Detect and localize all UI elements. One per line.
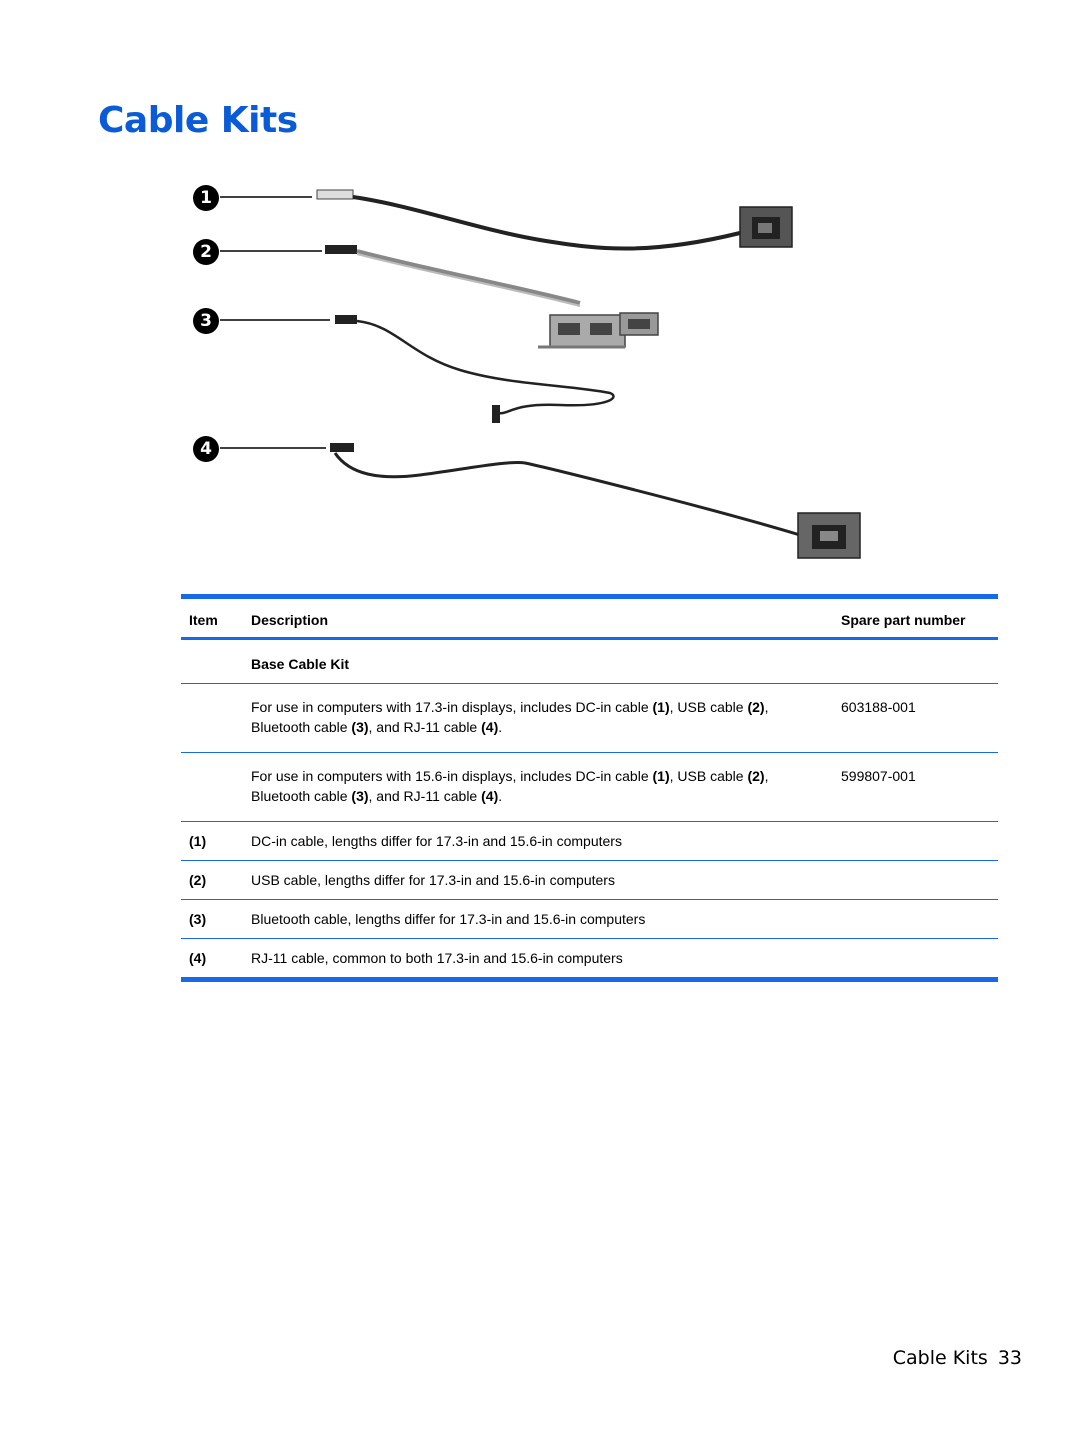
cable-kit-illustration: 1 2 3 4 xyxy=(180,175,900,575)
table-row: (3) Bluetooth cable, lengths differ for … xyxy=(181,900,998,939)
callout-3-icon: 3 xyxy=(193,308,219,334)
page-footer: Cable Kits 33 xyxy=(883,1347,1022,1369)
rj-11-cable xyxy=(330,443,861,559)
callout-1-icon: 1 xyxy=(193,185,219,211)
table-row: For use in computers with 15.6-in displa… xyxy=(181,753,998,822)
kit-description: For use in computers with 15.6-in displa… xyxy=(251,768,769,804)
section-row: Base Cable Kit xyxy=(181,639,998,684)
cable-kit-drawing xyxy=(220,189,861,559)
table-header-row: Item Description Spare part number xyxy=(181,596,998,639)
usb-cable xyxy=(325,245,659,349)
item-number: (1) xyxy=(189,833,207,849)
item-description: RJ-11 cable, common to both 17.3-in and … xyxy=(251,950,623,966)
header-description: Description xyxy=(251,612,329,628)
item-description: DC-in cable, lengths differ for 17.3-in … xyxy=(251,833,622,849)
table-row: (4) RJ-11 cable, common to both 17.3-in … xyxy=(181,939,998,980)
item-number: (3) xyxy=(189,911,207,927)
dc-in-cable xyxy=(316,189,793,251)
callout-2-icon: 2 xyxy=(193,239,219,265)
spare-parts-table: Item Description Spare part number Base … xyxy=(181,594,998,982)
callout-4-icon: 4 xyxy=(193,436,219,462)
table-row: (1) DC-in cable, lengths differ for 17.3… xyxy=(181,822,998,861)
spare-part-number: 603188-001 xyxy=(841,699,916,715)
item-number: (4) xyxy=(189,950,207,966)
page-title: Cable Kits xyxy=(98,100,298,141)
bluetooth-cable xyxy=(335,315,615,423)
footer-section-title: Cable Kits xyxy=(892,1347,988,1369)
item-number: (2) xyxy=(189,872,207,888)
header-spare-part-number: Spare part number xyxy=(841,612,966,628)
table-row: (2) USB cable, lengths differ for 17.3-i… xyxy=(181,861,998,900)
header-item: Item xyxy=(189,612,218,628)
page-number: 33 xyxy=(997,1347,1022,1369)
section-title: Base Cable Kit xyxy=(251,656,350,672)
item-description: USB cable, lengths differ for 17.3-in an… xyxy=(251,872,615,888)
table-row: For use in computers with 17.3-in displa… xyxy=(181,684,998,753)
kit-description: For use in computers with 17.3-in displa… xyxy=(251,699,769,735)
item-description: Bluetooth cable, lengths differ for 17.3… xyxy=(251,911,646,927)
spare-part-number: 599807-001 xyxy=(841,768,916,784)
